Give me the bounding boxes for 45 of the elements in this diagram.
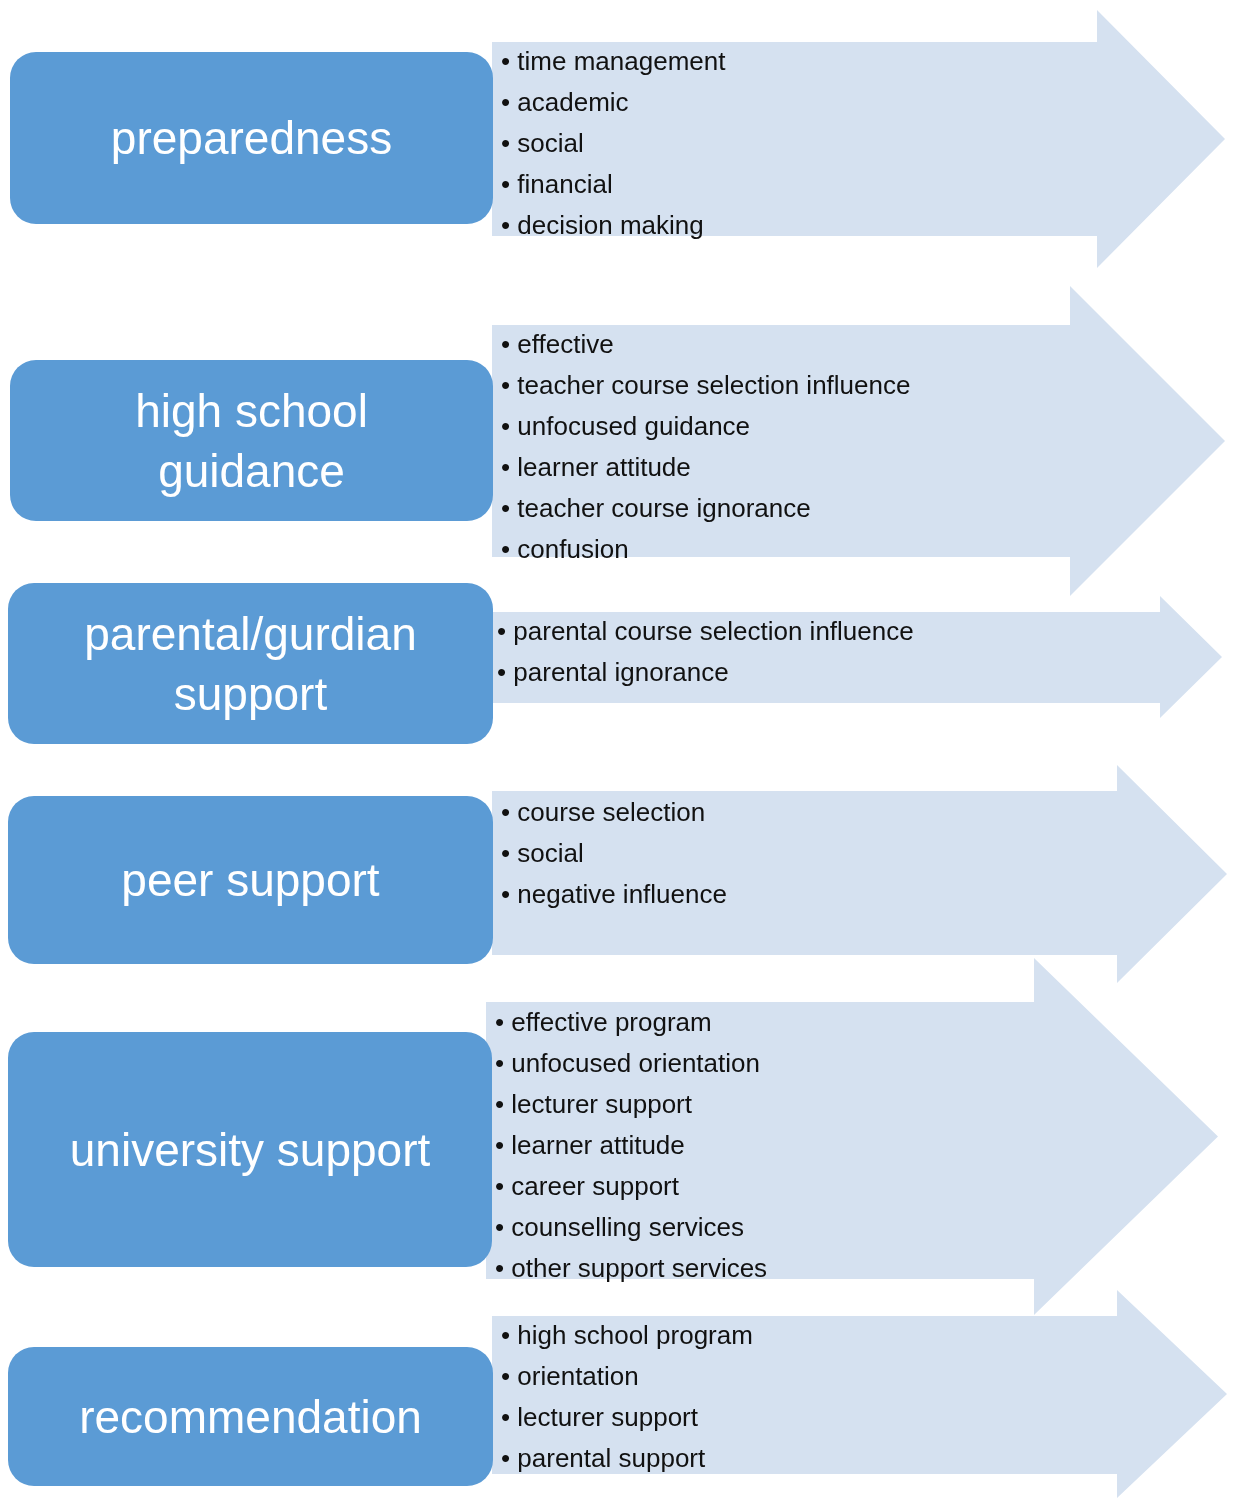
list-item: • academic <box>501 86 630 119</box>
category-label: high school guidance <box>134 383 369 499</box>
list-item: • parental course selection influence <box>497 615 914 648</box>
list-item: • effective program <box>495 1006 713 1039</box>
list-item: • learner attitude <box>495 1129 686 1162</box>
list-item: • counselling services <box>495 1211 745 1244</box>
list-item: • financial <box>501 168 614 201</box>
list-item: • social <box>501 127 585 160</box>
list-item: • parental support <box>501 1442 707 1475</box>
category-label: university support <box>69 1122 431 1178</box>
list-item: • course selection <box>501 796 707 829</box>
category-label: peer support <box>121 853 380 908</box>
list-item: • career support <box>495 1170 680 1203</box>
category-box <box>10 52 493 224</box>
list-item: • unfocused guidance <box>501 410 752 443</box>
category-box <box>10 360 493 521</box>
block-arrow-shape <box>492 286 1225 596</box>
category-box <box>8 1032 492 1267</box>
list-item: • unfocused orientation <box>495 1047 761 1080</box>
block-arrow-shape <box>492 10 1225 268</box>
block-arrow-shape <box>492 1290 1227 1498</box>
list-item: • parental ignorance <box>497 656 730 689</box>
list-item: • social <box>501 837 585 870</box>
list-item: • lecturer support <box>501 1401 699 1434</box>
category-box <box>8 796 493 964</box>
category-label: preparedness <box>110 111 393 166</box>
category-label: parental/gurdian support <box>83 606 418 722</box>
list-item: • lecturer support <box>495 1088 693 1121</box>
list-item: • teacher course ignorance <box>501 492 812 525</box>
list-item: • effective <box>501 328 615 361</box>
list-item: • high school program <box>501 1319 753 1352</box>
list-item: • decision making <box>501 209 705 242</box>
list-item: • confusion <box>501 533 630 566</box>
block-arrow-shape <box>492 596 1222 718</box>
list-item: • orientation <box>501 1360 640 1393</box>
block-arrow-shape <box>492 765 1227 983</box>
list-item: • learner attitude <box>501 451 692 484</box>
list-item: • teacher course selection influence <box>501 369 911 402</box>
category-label: recommendation <box>79 1389 422 1445</box>
category-box <box>8 583 493 744</box>
list-item: • negative influence <box>501 878 727 911</box>
block-arrow-shape <box>486 958 1218 1315</box>
category-box <box>8 1347 493 1486</box>
list-item: • time management <box>501 45 726 78</box>
list-item: • other support services <box>495 1252 768 1285</box>
